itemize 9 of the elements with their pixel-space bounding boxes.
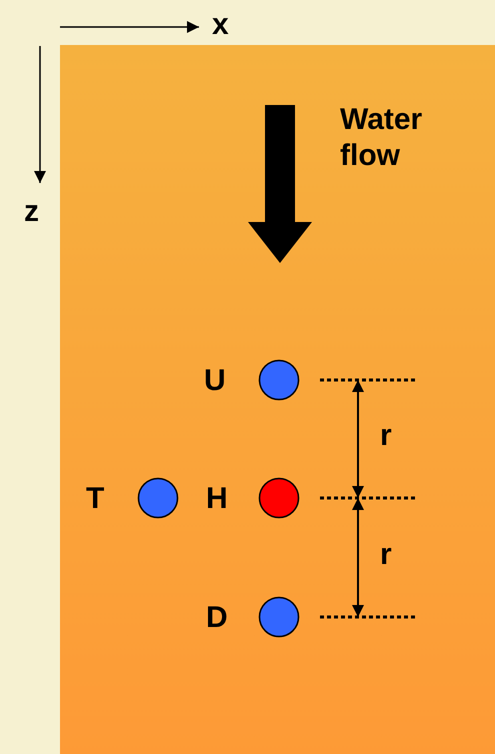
dimension-label: r — [380, 540, 392, 570]
axis-label: x — [212, 10, 229, 40]
point-label: T — [86, 484, 104, 514]
point-label: U — [204, 366, 226, 396]
flow-label: Water flow — [340, 102, 424, 174]
point-label: D — [206, 603, 228, 633]
point-label: H — [206, 484, 228, 514]
dimension-label: r — [380, 421, 392, 451]
axis-label: z — [24, 197, 39, 227]
